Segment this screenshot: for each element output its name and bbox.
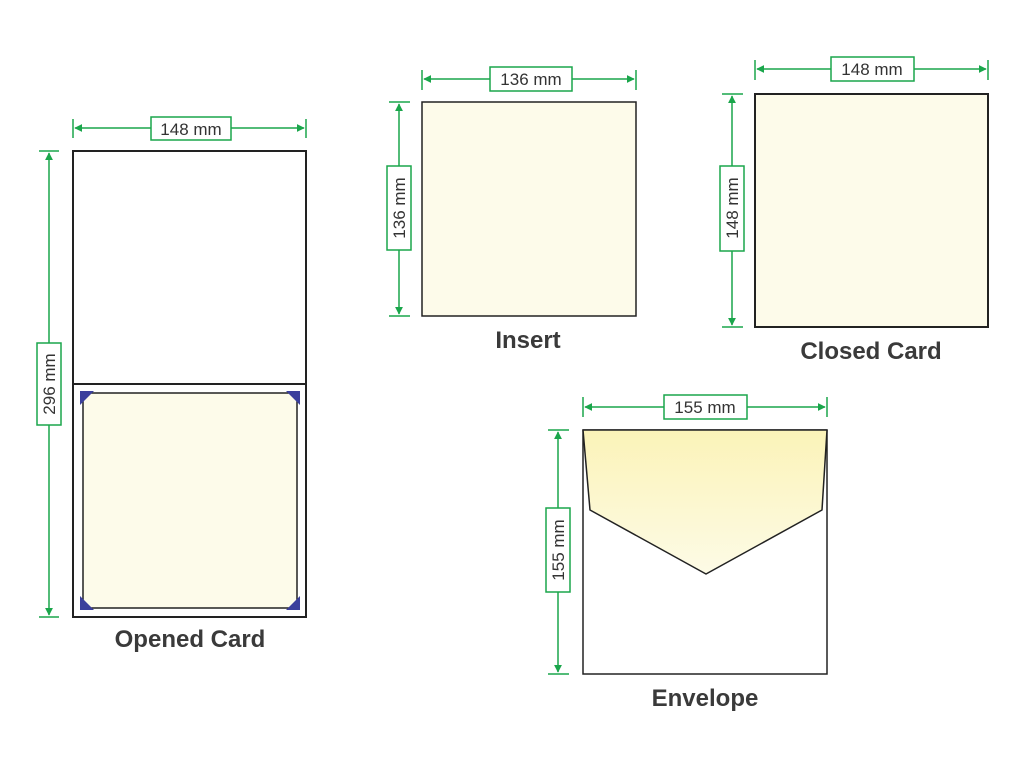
opened-card-group: 148 mm 296 mm Opened Card — [36, 116, 307, 653]
opened-height-label-box — [36, 342, 62, 426]
envelope-height-label: 155 mm — [549, 519, 568, 580]
closed-width-label-box — [830, 56, 915, 82]
envelope-width-label-box — [663, 394, 748, 420]
envelope-height-label-box — [545, 507, 571, 593]
closed-height-label: 148 mm — [723, 177, 742, 238]
envelope-flap — [582, 429, 828, 575]
envelope-width-label: 155 mm — [674, 398, 735, 417]
closed-card-group: 148 mm 148 mm Closed Card — [719, 56, 989, 365]
envelope-caption: Envelope — [652, 685, 759, 712]
insert-caption: Insert — [495, 327, 560, 354]
envelope-group: 155 mm 155 mm Envelope — [545, 394, 828, 712]
insert-width-label-box — [489, 66, 573, 92]
opened-width-label-box — [150, 116, 232, 141]
insert-outline — [421, 101, 637, 317]
closed-card-caption: Closed Card — [800, 338, 941, 365]
opened-height-label: 296 mm — [40, 353, 59, 414]
opened-card-insert — [82, 392, 298, 609]
closed-width-label: 148 mm — [841, 60, 902, 79]
opened-card-caption: Opened Card — [115, 626, 266, 653]
insert-height-label-box — [386, 165, 412, 251]
corner-bottom-right — [286, 596, 300, 610]
corner-top-left — [80, 391, 94, 405]
insert-group: 136 mm 136 mm Insert — [386, 66, 637, 354]
corner-top-right — [286, 391, 300, 405]
closed-height-label-box — [719, 165, 745, 252]
insert-width-label: 136 mm — [500, 70, 561, 89]
corner-bottom-left — [80, 596, 94, 610]
closed-card-outline — [754, 93, 989, 328]
opened-width-label: 148 mm — [160, 120, 221, 139]
insert-height-label: 136 mm — [390, 177, 409, 238]
